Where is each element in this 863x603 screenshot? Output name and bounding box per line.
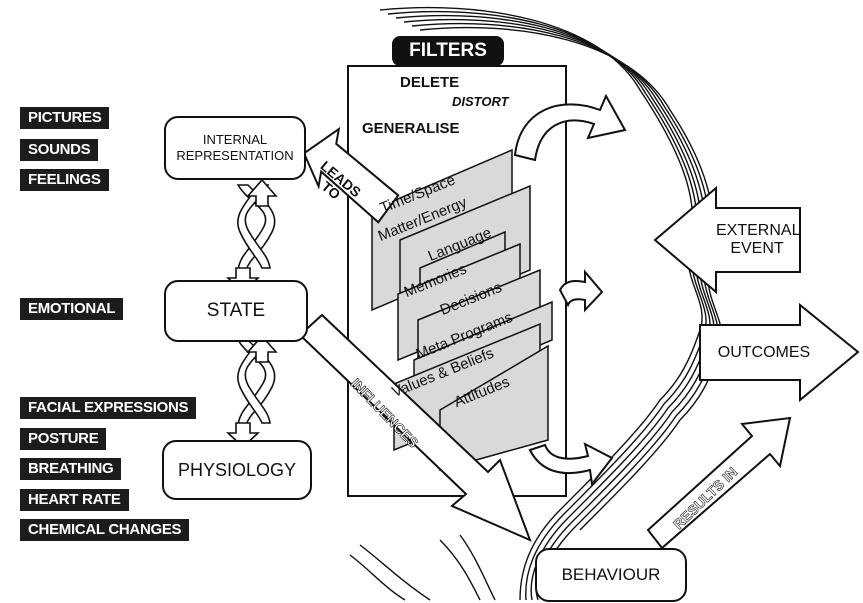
external-event-label: EXTERNAL EVENT <box>716 222 801 258</box>
tag-pictures: PICTURES <box>20 107 110 129</box>
filter-distort: DISTORT <box>452 94 509 109</box>
state-node: STATE <box>164 280 308 342</box>
tag-sounds: SOUNDS <box>20 139 99 161</box>
tag-breathing: BREATHING <box>20 458 122 480</box>
tag-feelings: FEELINGS <box>20 169 109 191</box>
filter-cards <box>371 148 553 471</box>
internal-representation-node: INTERNAL REPRESENTATION <box>164 116 306 180</box>
results-in-arrow <box>646 416 792 550</box>
external-event-line2: EVENT <box>730 240 784 257</box>
tag-chemical-changes: CHEMICAL CHANGES <box>20 519 190 541</box>
influences-arrow <box>298 313 532 542</box>
tag-posture: POSTURE <box>20 428 107 450</box>
tag-heart-rate: HEART RATE <box>20 489 129 511</box>
filters-title: FILTERS <box>392 36 504 66</box>
behaviour-node: BEHAVIOUR <box>535 548 687 602</box>
behaviour-label: BEHAVIOUR <box>561 565 661 584</box>
filter-delete: DELETE <box>400 74 460 91</box>
tag-facial-expressions: FACIAL EXPRESSIONS <box>20 397 197 419</box>
filter-generalise: GENERALISE <box>362 120 460 137</box>
internal-representation-line1: INTERNAL <box>202 132 268 147</box>
outcomes-label: OUTCOMES <box>717 344 811 361</box>
leads-to-arrow <box>302 126 400 224</box>
physiology-label: PHYSIOLOGY <box>177 459 297 480</box>
external-event-line1: EXTERNAL <box>716 222 801 239</box>
outcomes-arrow <box>699 302 860 403</box>
physiology-node: PHYSIOLOGY <box>162 440 312 500</box>
external-event-arrow <box>653 185 801 295</box>
filter-feedback-arrows <box>513 93 627 487</box>
internal-representation-line2: REPRESENTATION <box>176 148 294 163</box>
tag-emotional: EMOTIONAL <box>20 298 124 320</box>
state-label: STATE <box>206 300 266 321</box>
